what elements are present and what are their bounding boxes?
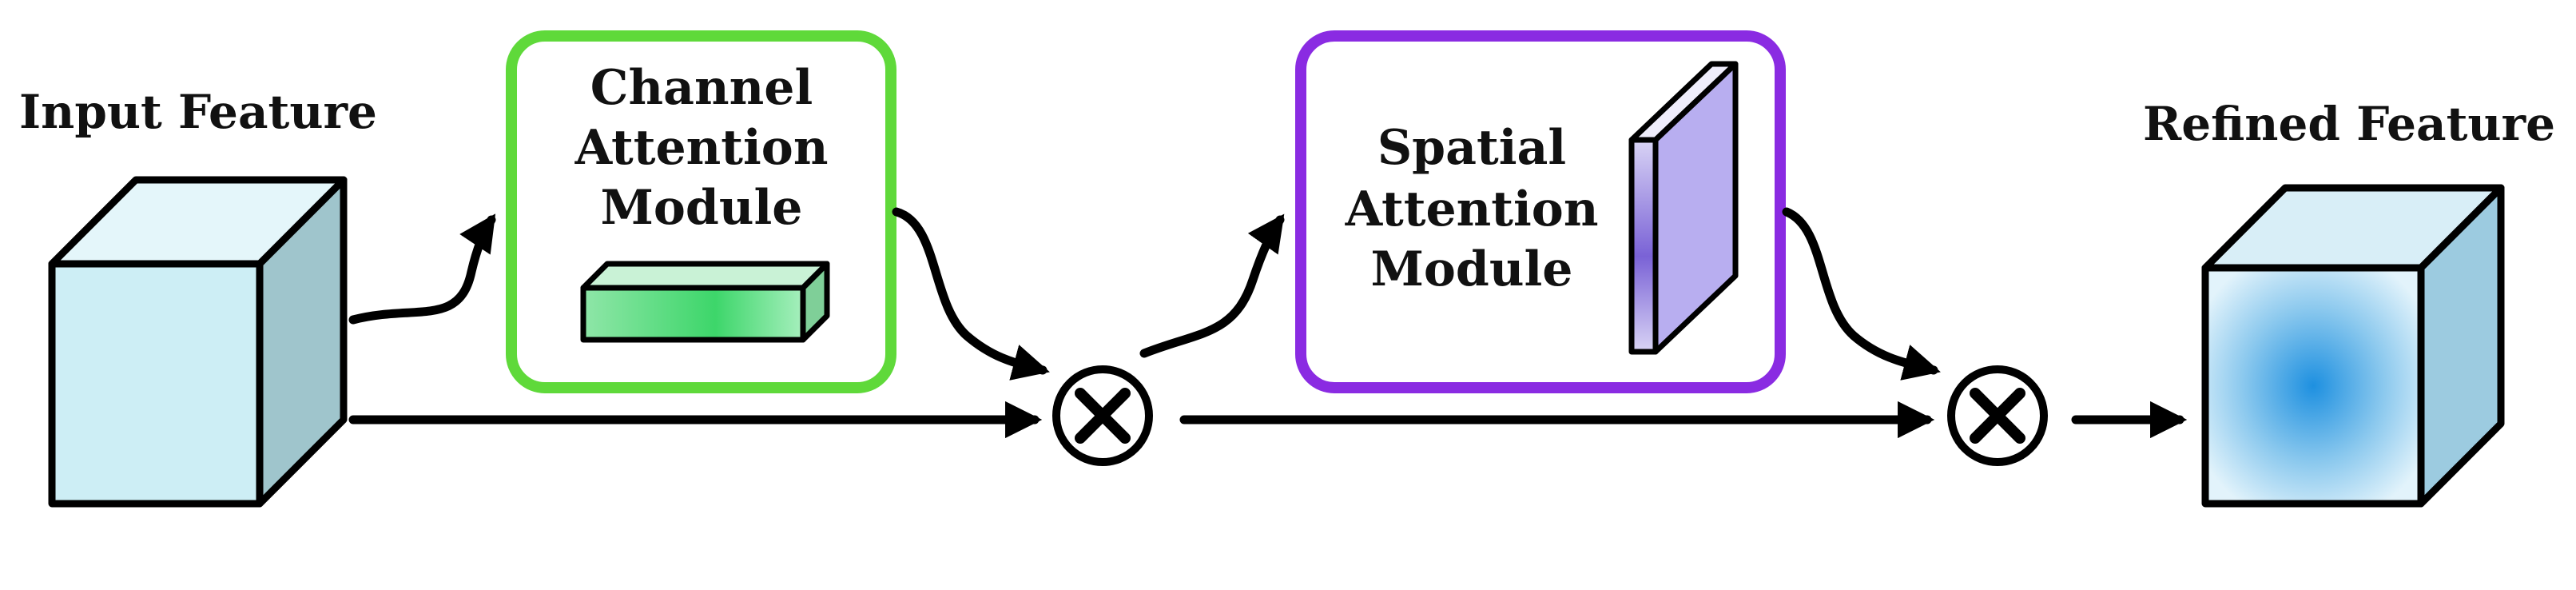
spatial-module-line-1: Spatial [1377, 120, 1566, 176]
arrow-input-to-channel [348, 213, 496, 325]
channel-module-line-3: Module [601, 180, 803, 236]
multiply-node-1-icon [1052, 365, 1153, 466]
arrow-channel-to-multiply-1 [892, 207, 1050, 381]
refined-feature-cube-icon [2201, 184, 2505, 508]
refined-feature-label: Refined Feature [2143, 97, 2555, 151]
channel-module-line-1: Channel [590, 60, 813, 116]
spatial-module-line-2: Attention [1345, 181, 1599, 237]
arrow-spatial-to-multiply-2 [1782, 207, 1941, 381]
arrow-multiply-1-to-spatial [1139, 213, 1285, 358]
spatial-module-line-3: Module [1371, 241, 1573, 297]
spatial-attention-plane-icon [1628, 61, 1739, 355]
channel-module-line-2: Attention [574, 120, 829, 176]
input-feature-label: Input Feature [19, 85, 377, 139]
channel-attention-bar-icon [580, 261, 830, 343]
input-feature-cube-icon [48, 176, 348, 508]
connector-lines [348, 207, 2188, 439]
multiply-node-2-icon [1947, 365, 2048, 466]
